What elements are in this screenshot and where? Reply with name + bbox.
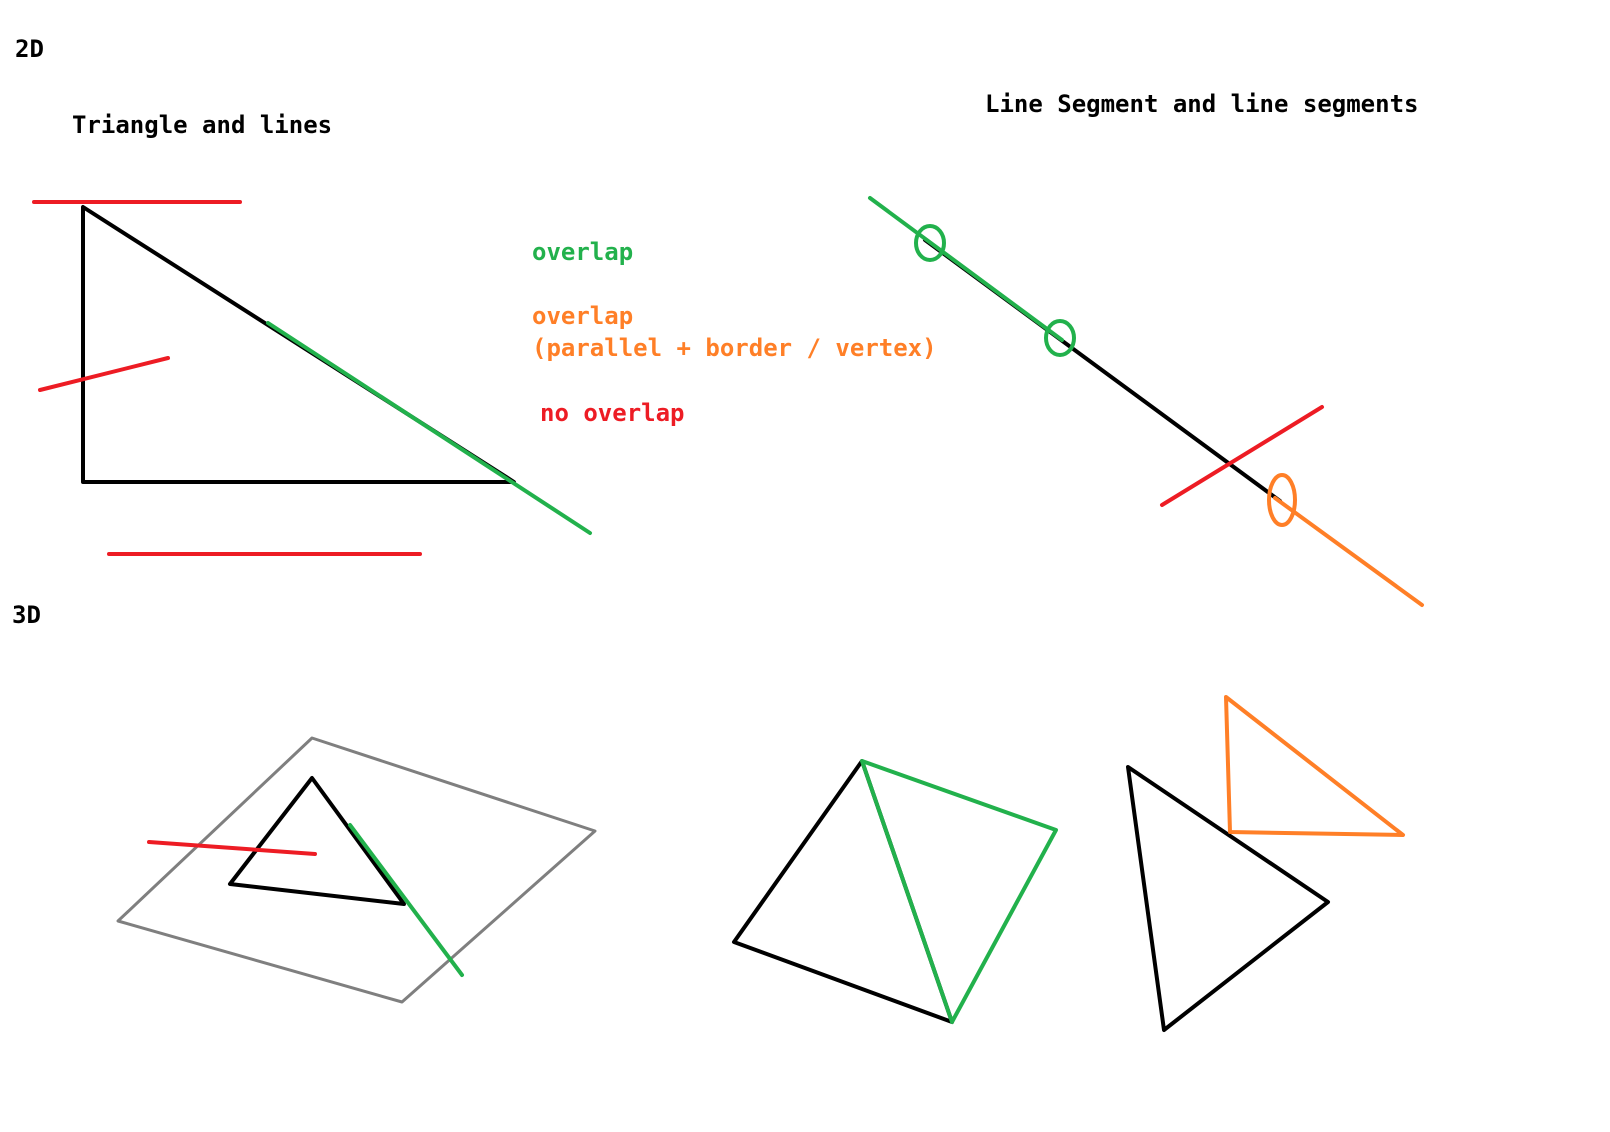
legend-overlap: overlap (532, 238, 634, 266)
section-2d-label: 2D (15, 35, 44, 63)
legend-overlap-parallel: overlap (532, 302, 634, 330)
triangle-pair-orange-group (1126, 695, 1405, 1032)
plane-3d (116, 736, 597, 1004)
orange-marker (1267, 473, 1297, 527)
segments-2d-group (868, 196, 1424, 607)
section-3d-label: 3D (12, 601, 41, 629)
line-segments-title: Line Segment and line segments (985, 90, 1419, 118)
green-marker-1 (914, 224, 946, 262)
green-triangle-shared-edge (860, 759, 1058, 1024)
green-line-hypotenuse (266, 321, 592, 535)
black-triangle-shared-edge (732, 759, 954, 1024)
triangle-and-lines-title: Triangle and lines (72, 111, 333, 139)
triangle-3d-plane-group (116, 736, 597, 1004)
triangle-pair-green-group (732, 759, 1058, 1024)
orange-triangle-vertex (1224, 695, 1405, 837)
red-line-left (38, 356, 170, 392)
legend-no-overlap: no overlap (540, 399, 685, 427)
red-line-3d (147, 840, 317, 856)
green-segment (868, 196, 1064, 342)
green-marker-2 (1044, 319, 1076, 357)
orange-segment (1273, 496, 1424, 607)
green-line-3d (348, 823, 464, 977)
black-triangle-vertex (1126, 765, 1330, 1032)
triangle-3d (228, 776, 406, 906)
red-segment (1160, 405, 1324, 507)
legend-overlap-parallel-detail: (parallel + border / vertex) (532, 334, 937, 362)
triangle-2d-group (32, 200, 592, 556)
